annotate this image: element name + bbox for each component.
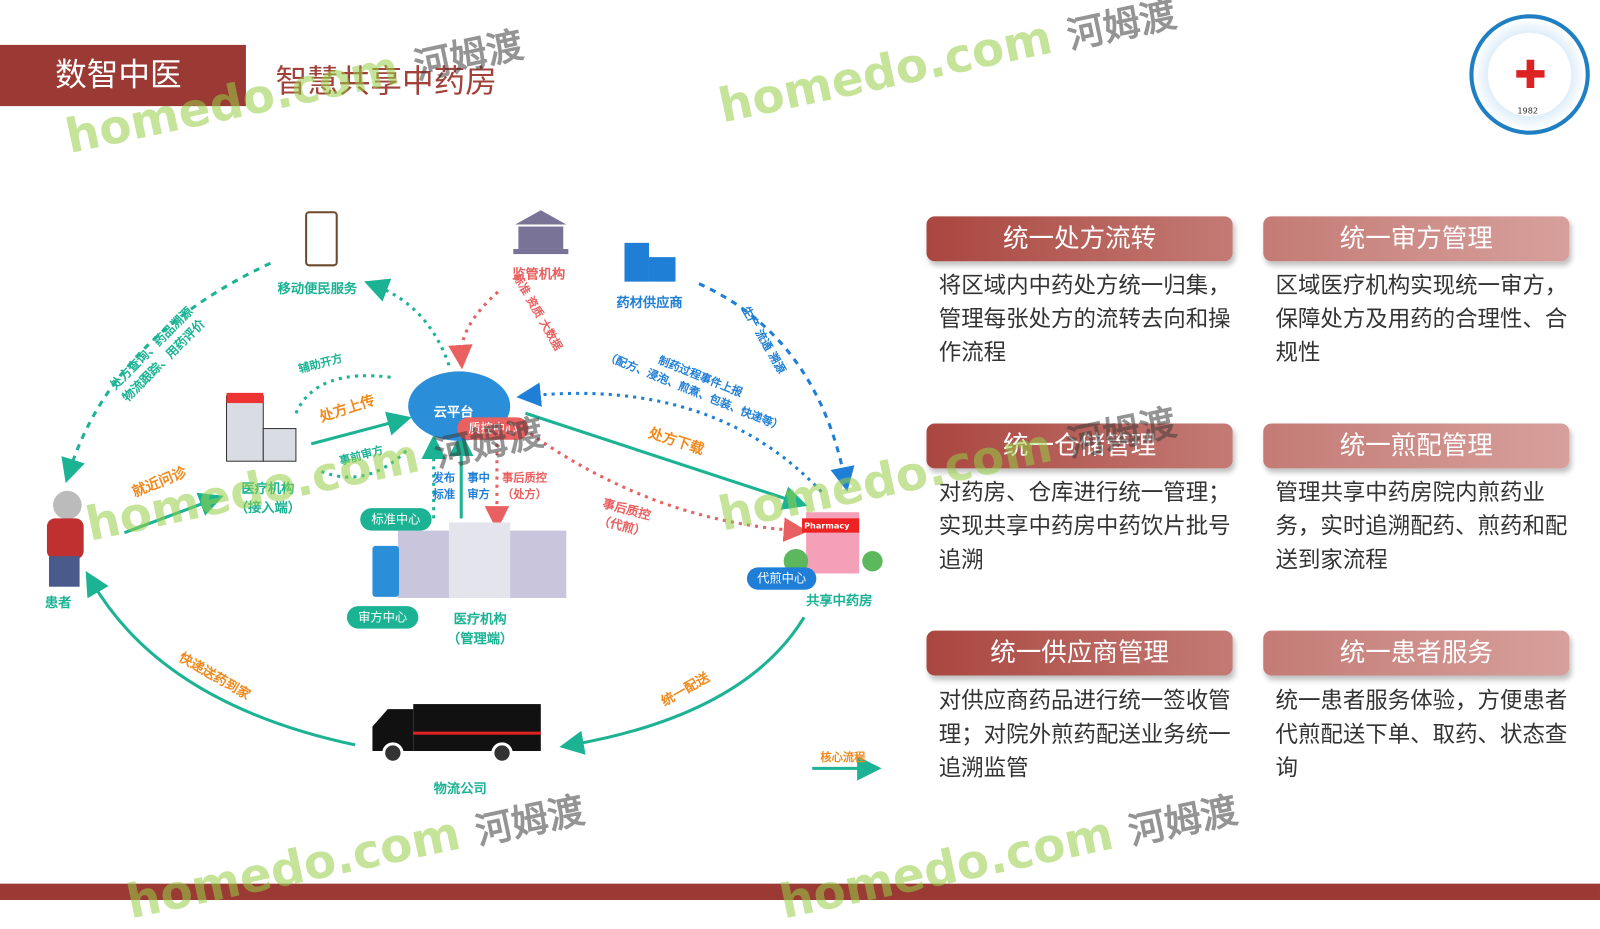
legend-core-flow: 核心流程: [820, 751, 866, 765]
card-title-patient: 统一患者服务: [1263, 630, 1570, 676]
flow-label-publish: 发布标准: [432, 471, 456, 502]
mobile-phone-icon: [305, 211, 338, 267]
flow-label-post-qc-rx: 事后质控（处方）: [502, 471, 547, 502]
card-body-prescription: 将区域内中药处方统一归集，管理每张处方的流转去向和操作流程: [938, 273, 1231, 367]
flow-diagram: 移动便民服务 监管机构 药材供应商 云平台 质控中心 医疗机构（接入端） 患者 …: [0, 194, 898, 806]
medical-cross-icon: ✚: [1514, 52, 1547, 97]
node-supplier: 药材供应商: [616, 295, 683, 312]
supplier-building-icon: [624, 242, 676, 282]
regulator-building-icon: [513, 210, 569, 255]
node-hospital-access: 医疗机构（接入端）: [234, 481, 302, 517]
card-title-decoction: 统一煎配管理: [1263, 423, 1570, 469]
flow-label-mid-review: 事中审方: [467, 471, 490, 502]
badge-decoction-center: 代煎中心: [746, 567, 817, 590]
badge-review-center: 审方中心: [346, 606, 419, 629]
node-hospital-manage: 医疗机构（管理端）: [446, 612, 514, 647]
truck-icon: [372, 704, 541, 764]
card-body-review: 区域医疗机构实现统一审方，保障处方及用药的合理性、合规性: [1275, 273, 1568, 367]
slide-subtitle: 智慧共享中药房: [275, 63, 497, 100]
node-patient: 患者: [44, 595, 72, 612]
arrow-patient-mobile: [61, 261, 272, 484]
card-body-patient: 统一患者服务体验，方便患者代煎配送下单、取药、状态查询: [1275, 688, 1568, 782]
node-logistics: 物流公司: [433, 781, 487, 797]
card-body-supplier: 对供应商药品进行统一签收管理；对院外煎药配送业务统一追溯监管: [938, 688, 1231, 782]
node-pharmacy: 共享中药房: [806, 593, 873, 610]
flow-arrows: [46, 210, 883, 781]
node-regulator: 监管机构: [512, 267, 566, 283]
badge-qc-center: 质控中心: [457, 417, 529, 440]
bottom-bar: [0, 883, 1600, 900]
card-title-supplier: 统一供应商管理: [926, 630, 1233, 676]
card-body-storage: 对药房、仓库进行统一管理；实现共享中药房中药饮片批号追溯: [938, 480, 1231, 574]
hospital-access-icon: [226, 392, 297, 462]
watermark: homedo.com 河姆渡: [713, 0, 1181, 134]
slide-title: 数智中医: [0, 44, 246, 107]
badge-standard-center: 标准中心: [360, 508, 432, 531]
hospital-manage-icon: [372, 522, 567, 598]
card-title-prescription: 统一处方流转: [926, 216, 1233, 262]
node-mobile: 移动便民服务: [277, 281, 358, 297]
pharmacy-icon: [783, 512, 883, 574]
hospital-logo: ✚ 1982: [1469, 14, 1590, 135]
logo-year: 1982: [1517, 106, 1539, 116]
card-title-review: 统一审方管理: [1263, 216, 1570, 262]
pharmacy-sign: Pharmacy: [804, 521, 850, 531]
node-cloud: 云平台: [433, 405, 474, 421]
card-title-storage: 统一仓储管理: [926, 423, 1233, 469]
card-body-decoction: 管理共享中药房院内煎药业务，实时追溯配药、煎药和配送到家流程: [1275, 480, 1568, 574]
patient-icon: [46, 490, 84, 587]
